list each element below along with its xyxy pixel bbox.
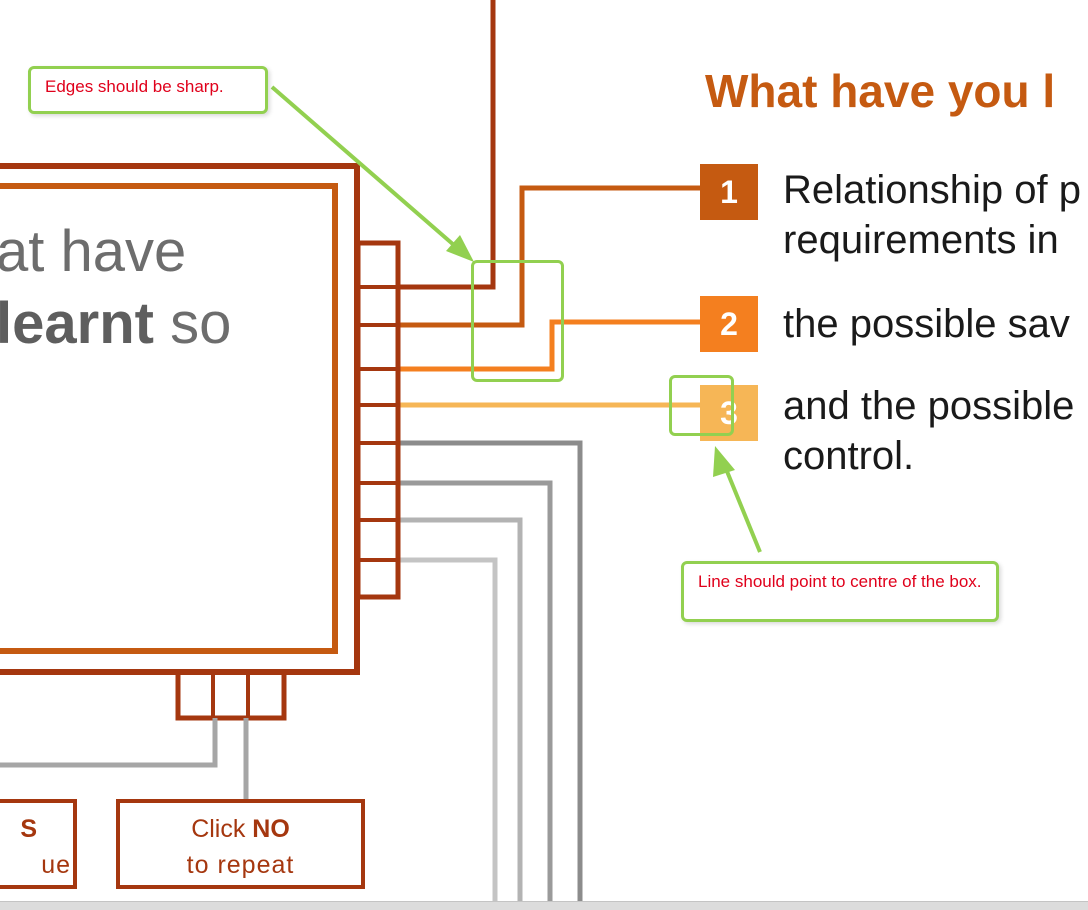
grey-line-1 [360,440,583,909]
right-comb [355,240,401,600]
inner-frame [0,183,338,654]
frame-text: at have learnt so [0,216,231,360]
grey-line-4 [360,557,498,909]
annotation-note-sharp-edges[interactable]: Edges should be sharp. [28,66,268,114]
item-1-line-1: Relationship of p [783,168,1081,212]
item-1-text: Relationship of p requirements in [783,165,1081,265]
annotation-note-line-center[interactable]: Line should point to centre of the box. [681,561,999,622]
item-2-number: 2 [700,296,758,352]
top-vertical-line [360,0,496,290]
item-2-line-1: the possible sav [783,302,1070,346]
bottom-scrollbar[interactable] [0,901,1088,910]
yes-button-sub: ue [41,851,71,879]
item-1-line-2: requirements in [783,218,1059,262]
no-button-prefix: Click [191,815,253,843]
no-button-label: Click NO [120,811,361,847]
slide-heading: What have you l [705,65,1056,117]
frame-text-line1: at have [0,219,187,284]
annotation-marker-line [669,375,734,436]
item-3-line-2: control. [783,434,915,478]
connector-line-2 [360,319,700,372]
item-3-text: and the possible control. [783,381,1074,481]
no-button-bold: NO [252,815,290,843]
connector-line-1 [360,185,700,328]
bottom-comb [175,669,287,721]
no-button[interactable]: Click NO to repeat [116,799,365,889]
item-2-text: the possible sav [783,299,1070,349]
frame-text-tail: so [153,291,232,356]
arrow-head-2 [713,446,735,477]
frame-text-line2: learnt so [0,288,231,360]
arrow-head-1 [446,235,474,262]
annotation-marker-edges [471,260,564,382]
frame-text-bold: learnt [0,291,154,356]
yes-button-label: S [20,815,37,843]
grey-line-2 [360,480,553,909]
item-3-line-1: and the possible [783,384,1075,428]
no-button-sub: to repeat [186,851,295,879]
grey-line-yes [0,718,218,768]
yes-button[interactable]: S ue [0,799,77,889]
grey-line-3 [360,517,523,909]
item-1-number: 1 [700,164,758,220]
